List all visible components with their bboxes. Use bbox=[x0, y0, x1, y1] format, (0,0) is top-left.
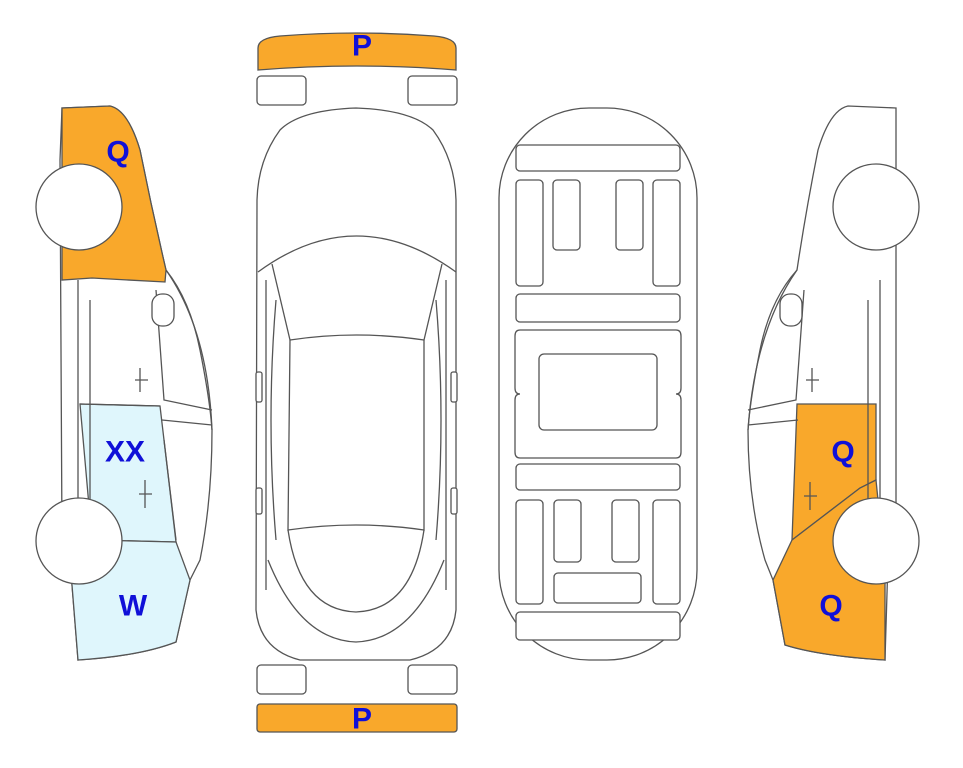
right-side-mirror bbox=[779, 293, 803, 327]
left-front-label: Q bbox=[106, 136, 129, 169]
top-view-left-mirror bbox=[255, 371, 263, 403]
underbody-front-right-rail bbox=[652, 179, 681, 287]
left-side-rocker-line bbox=[77, 280, 91, 500]
top-view-right-mirror bbox=[450, 371, 458, 403]
front-left-headlight bbox=[256, 75, 307, 106]
front-bumper-label: P bbox=[352, 30, 372, 63]
left-side-mirror bbox=[151, 293, 175, 327]
top-view: P P bbox=[255, 30, 458, 736]
underbody-front-left-rail bbox=[515, 179, 544, 287]
rear-bumper-label: P bbox=[352, 703, 372, 736]
right-side-windshield-line bbox=[747, 289, 805, 411]
left-front-door-handle bbox=[135, 368, 148, 392]
left-rear-door-label: XX bbox=[105, 436, 145, 469]
left-front-wheel bbox=[35, 163, 123, 251]
top-view-rear-window bbox=[267, 529, 445, 643]
top-view-right-rear-marker bbox=[450, 487, 458, 515]
underbody-rear-right-inner bbox=[611, 499, 640, 563]
front-right-headlight bbox=[407, 75, 458, 106]
right-side-view: Q Q bbox=[747, 105, 920, 661]
left-side-view: Q XX W bbox=[35, 105, 213, 661]
right-rear-quarter-label: Q bbox=[819, 590, 842, 623]
right-rear-wheel bbox=[832, 497, 920, 585]
right-front-wheel bbox=[832, 163, 920, 251]
left-side-windshield-line bbox=[155, 289, 213, 411]
front-bumper-panel[interactable] bbox=[257, 32, 457, 71]
top-view-side-lines bbox=[265, 280, 447, 590]
rear-bumper-panel[interactable] bbox=[256, 703, 458, 733]
top-view-left-rear-marker bbox=[255, 487, 263, 515]
underbody-rear-left-rail bbox=[515, 499, 544, 605]
right-front-door-handle bbox=[806, 368, 819, 392]
underbody-rear-right-rail bbox=[652, 499, 681, 605]
underbody-rear-center-block bbox=[553, 572, 642, 604]
left-rear-door-handle bbox=[139, 480, 152, 508]
underbody-front-right-inner bbox=[615, 179, 644, 251]
left-side-window-line bbox=[161, 419, 213, 541]
left-rear-quarter-label: W bbox=[119, 590, 148, 623]
right-rear-door-handle bbox=[804, 482, 817, 510]
underbody-front-left-inner bbox=[552, 179, 581, 251]
underbody-front-bar bbox=[515, 144, 681, 172]
left-side-door-seam bbox=[79, 403, 161, 407]
rear-right-taillight bbox=[407, 664, 458, 695]
right-side-window-line bbox=[747, 419, 799, 426]
rear-left-taillight bbox=[256, 664, 307, 695]
underbody-rear-bar bbox=[515, 611, 681, 641]
top-view-roof bbox=[287, 339, 425, 531]
right-side-rocker-line bbox=[867, 280, 881, 500]
underbody-rear-crossmember bbox=[515, 463, 681, 491]
left-rear-wheel bbox=[35, 497, 123, 585]
underbody-rear-left-inner bbox=[553, 499, 582, 563]
underbody-center-panel bbox=[538, 353, 658, 431]
underbody-front-crossmember bbox=[515, 293, 681, 323]
top-view-body-outline bbox=[255, 107, 457, 661]
underbody-view bbox=[498, 107, 698, 661]
top-view-windshield bbox=[257, 235, 457, 341]
right-rear-door-label: Q bbox=[831, 436, 854, 469]
